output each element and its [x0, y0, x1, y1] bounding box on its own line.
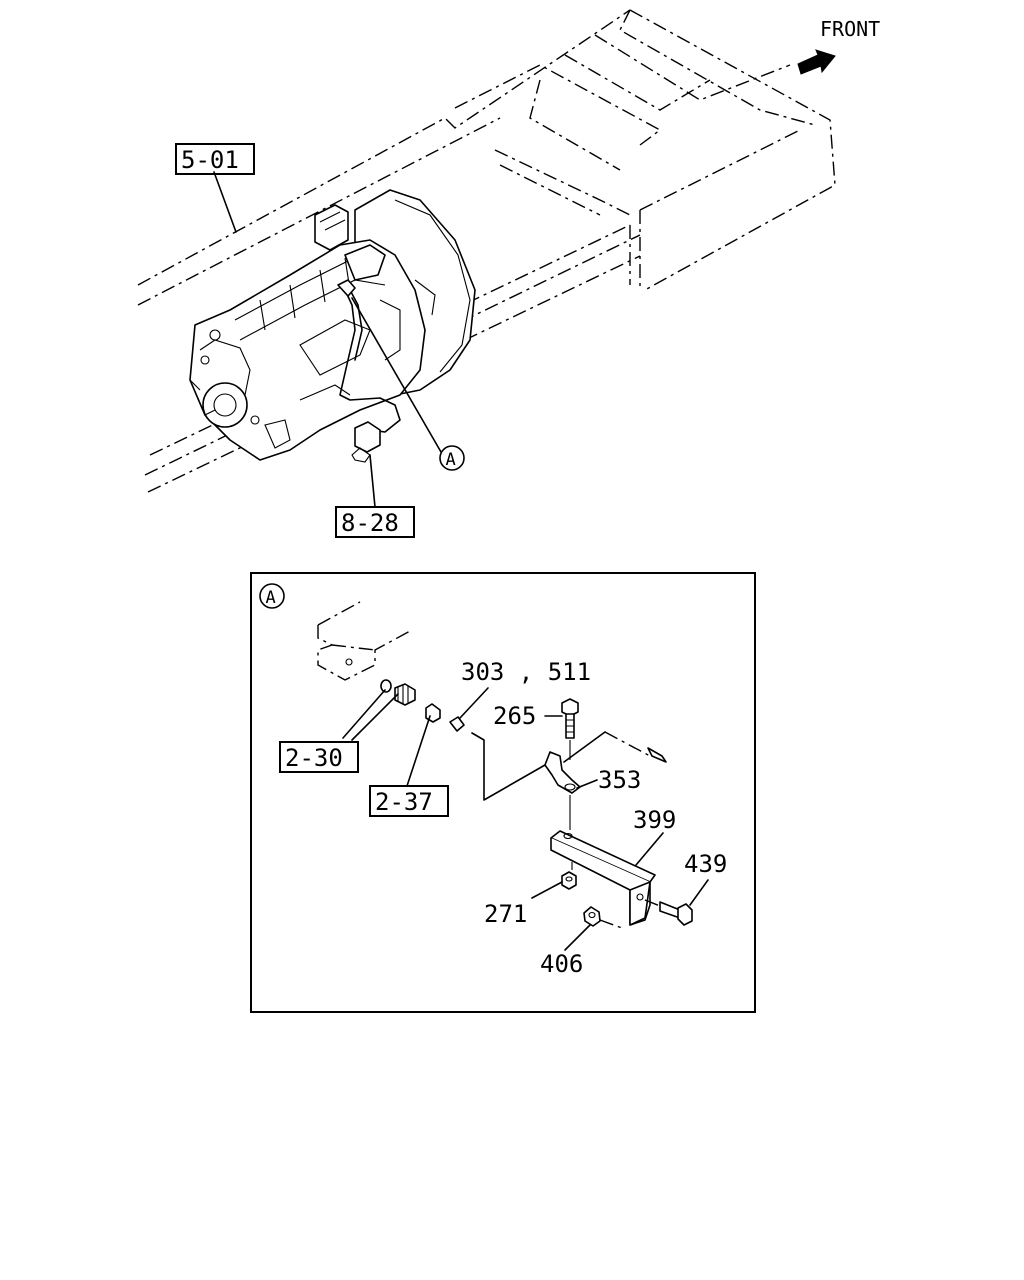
leader-lines-detail — [342, 687, 709, 951]
frame-bracket — [317, 601, 413, 681]
ref-8-28[interactable]: 8-28 — [335, 506, 415, 538]
part-303-511-label: 303 , 511 — [461, 658, 591, 686]
ref-8-28-label: 8-28 — [341, 509, 399, 537]
callout-a-letter: A — [446, 450, 456, 470]
ref-2-37[interactable]: 2-37 — [369, 785, 449, 817]
brake-pipe — [449, 716, 667, 801]
nut-406 — [583, 906, 601, 927]
part-271-label: 271 — [484, 900, 527, 928]
detail-a-letter: A — [266, 588, 276, 608]
detail-a-panel: A — [250, 572, 756, 1013]
part-406-label: 406 — [540, 950, 583, 978]
bolt-439 — [644, 899, 693, 926]
part-399-label: 399 — [633, 806, 676, 834]
ref-2-30[interactable]: 2-30 — [279, 741, 359, 773]
pipe-clip — [544, 751, 581, 794]
sensor-pipe — [337, 279, 401, 463]
arrow-icon — [797, 49, 836, 75]
nut-271 — [561, 871, 577, 890]
part-439-label: 439 — [684, 850, 727, 878]
ref-2-30-label: 2-30 — [285, 744, 343, 772]
ref-2-37-label: 2-37 — [375, 788, 433, 816]
part-265-label: 265 — [493, 702, 536, 730]
part-353-label: 353 — [598, 766, 641, 794]
bolt-265 — [561, 698, 579, 760]
union-fitting — [380, 679, 441, 723]
ref-5-01[interactable]: 5-01 — [175, 143, 255, 175]
detail-a-marker: A — [259, 583, 285, 609]
leader-lines-top — [213, 171, 442, 508]
front-indicator: FRONT — [797, 17, 880, 75]
callout-a-marker[interactable]: A — [439, 445, 465, 471]
transmission-assembly — [189, 189, 476, 461]
mounting-bracket — [550, 830, 656, 926]
front-label: FRONT — [820, 17, 880, 41]
ref-5-01-label: 5-01 — [181, 146, 239, 174]
